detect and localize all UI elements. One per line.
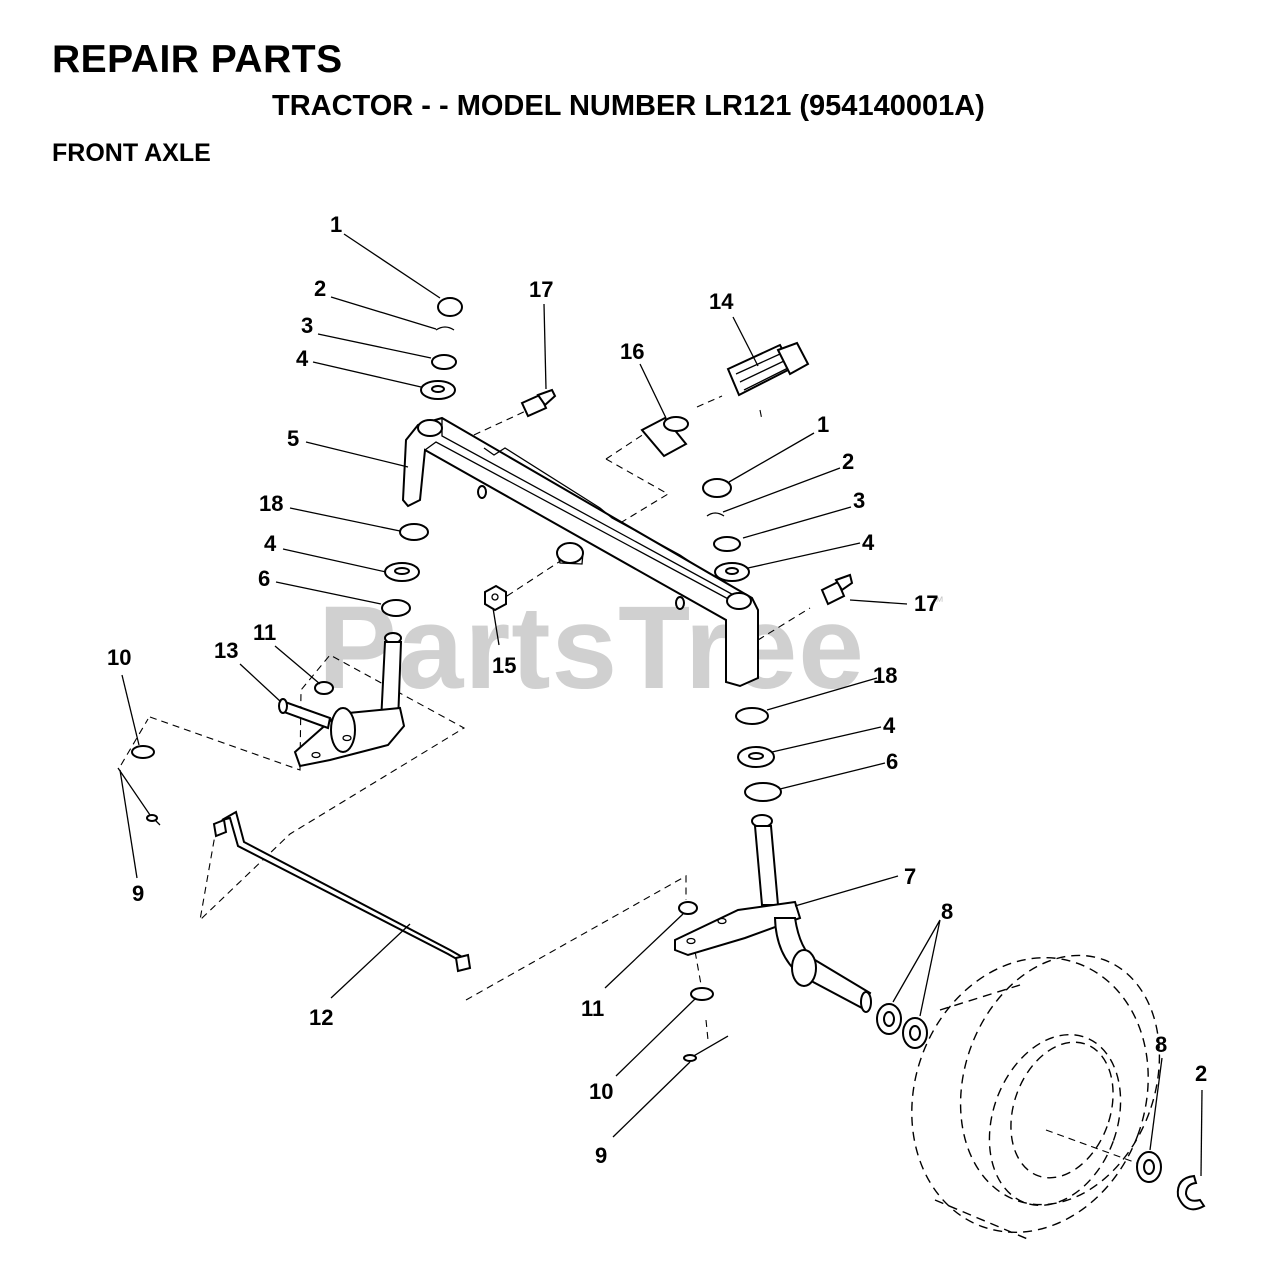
right-kingpin-parts xyxy=(674,478,928,1062)
callout-15: 15 xyxy=(492,653,516,678)
left-kingpin-parts xyxy=(117,297,463,826)
callout-4: 4 xyxy=(264,531,277,556)
callout-2: 2 xyxy=(314,276,326,301)
callout-10: 10 xyxy=(589,1079,613,1104)
callout-9: 9 xyxy=(595,1143,607,1168)
callout-6: 6 xyxy=(258,566,270,591)
callout-13: 13 xyxy=(214,638,238,663)
callout-1: 1 xyxy=(330,212,342,237)
model-subtitle: TRACTOR - - MODEL NUMBER LR121 (95414000… xyxy=(272,90,985,122)
callout-14: 14 xyxy=(709,289,734,314)
callout-3: 3 xyxy=(301,313,313,338)
callout-16: 16 xyxy=(620,339,644,364)
callout-12: 12 xyxy=(309,1005,333,1030)
leader-lines xyxy=(119,233,1203,1177)
callout-7: 7 xyxy=(904,864,916,889)
watermark-trademark: ™ xyxy=(930,593,944,609)
callout-4: 4 xyxy=(862,530,875,555)
cap-1-left xyxy=(437,297,463,317)
callout-6: 6 xyxy=(886,749,898,774)
callout-3: 3 xyxy=(853,488,865,513)
tire xyxy=(911,954,1161,1241)
callout-18: 18 xyxy=(873,663,897,688)
callout-5: 5 xyxy=(287,426,299,451)
callout-2: 2 xyxy=(1195,1061,1207,1086)
callout-4: 4 xyxy=(883,713,896,738)
callout-11: 11 xyxy=(581,996,604,1021)
callout-9: 9 xyxy=(132,881,144,906)
callout-4: 4 xyxy=(296,346,309,371)
callout-11: 11 xyxy=(253,620,276,645)
callout-8: 8 xyxy=(941,899,953,924)
callout-18: 18 xyxy=(259,491,283,516)
callout-2: 2 xyxy=(842,449,854,474)
callout-17: 17 xyxy=(914,591,938,616)
callout-1: 1 xyxy=(817,412,829,437)
section-title: FRONT AXLE xyxy=(52,139,211,167)
wheel-retainer xyxy=(1136,1151,1206,1211)
axle-beam xyxy=(401,416,759,688)
tie-rod xyxy=(212,810,472,973)
callout-17: 17 xyxy=(529,277,553,302)
callout-labels: 1 2 3 4 5 18 4 6 17 16 14 1 2 3 4 17 15 … xyxy=(107,212,1207,1168)
watermark: PartsTree ™ xyxy=(318,582,944,714)
hardware xyxy=(484,341,854,612)
callout-10: 10 xyxy=(107,645,131,670)
callout-8: 8 xyxy=(1155,1032,1167,1057)
page-title: REPAIR PARTS xyxy=(52,38,343,81)
